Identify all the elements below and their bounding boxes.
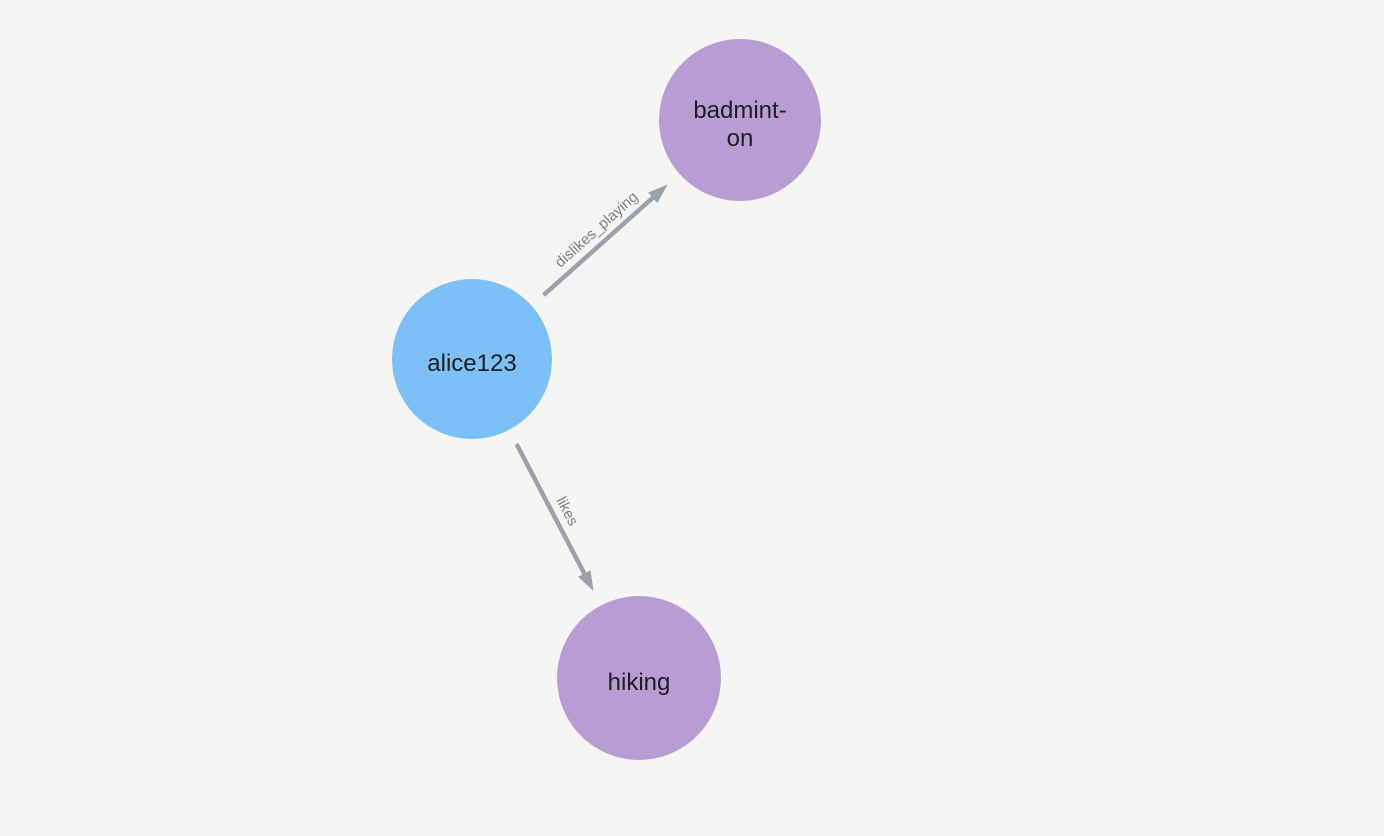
edge-label[interactable]: dislikes_playing (552, 188, 642, 271)
node-circle[interactable] (392, 279, 552, 439)
node-circle[interactable] (557, 596, 721, 760)
node-hiking[interactable]: hiking (557, 596, 721, 760)
node-alice123[interactable]: alice123 (392, 279, 552, 439)
node-label: alice123 (427, 350, 516, 377)
node-label: badmint-on (693, 97, 786, 152)
edge-line[interactable] (514, 443, 588, 577)
edge-dislikes_playing[interactable]: dislikes_playing (542, 184, 668, 297)
edge-likes[interactable]: likes (514, 443, 594, 592)
node-badminton[interactable]: badmint-on (659, 39, 821, 201)
node-label: hiking (608, 669, 671, 696)
edge-arrowhead[interactable] (648, 184, 668, 204)
edge-arrowhead[interactable] (578, 570, 594, 592)
node-circle[interactable] (659, 39, 821, 201)
edge-line[interactable] (542, 194, 656, 297)
